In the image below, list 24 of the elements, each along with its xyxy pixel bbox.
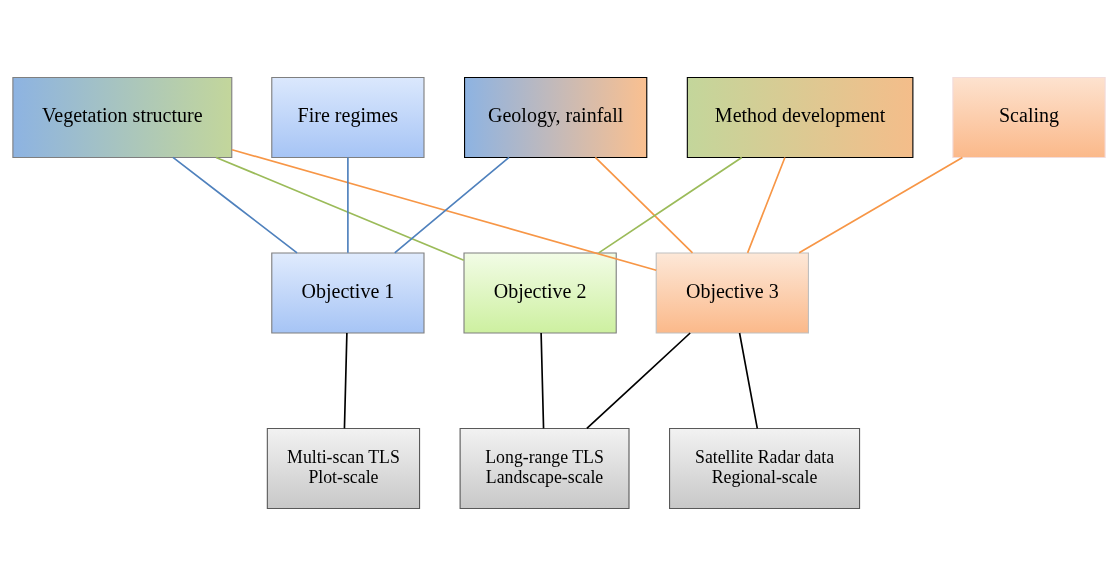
connector [231, 148, 658, 271]
node-box: Fire regimes [271, 76, 425, 158]
node-box: Multi-scan TLS Plot-scale [266, 427, 421, 509]
connector [343, 331, 348, 429]
node-box: Objective 3 [655, 251, 809, 334]
node-box: Satellite Radar data Regional-scale [669, 427, 861, 509]
connector [215, 156, 465, 261]
node-box: Method development [686, 76, 914, 158]
connector [172, 156, 298, 254]
connector [393, 156, 510, 254]
node-box: Objective 1 [271, 251, 425, 334]
connector [540, 331, 545, 429]
connector [594, 156, 694, 254]
node-box: Vegetation structure [12, 76, 233, 158]
connector [597, 156, 743, 254]
node-box: Objective 2 [463, 251, 617, 334]
connector [798, 156, 964, 254]
connector [586, 331, 692, 429]
node-box: Scaling [952, 76, 1106, 158]
node-box: Long-range TLS Landscape-scale [459, 427, 630, 509]
node-box: Geology, rainfall [464, 76, 648, 158]
connector [738, 331, 759, 429]
connector [347, 156, 349, 254]
connector [746, 156, 786, 254]
